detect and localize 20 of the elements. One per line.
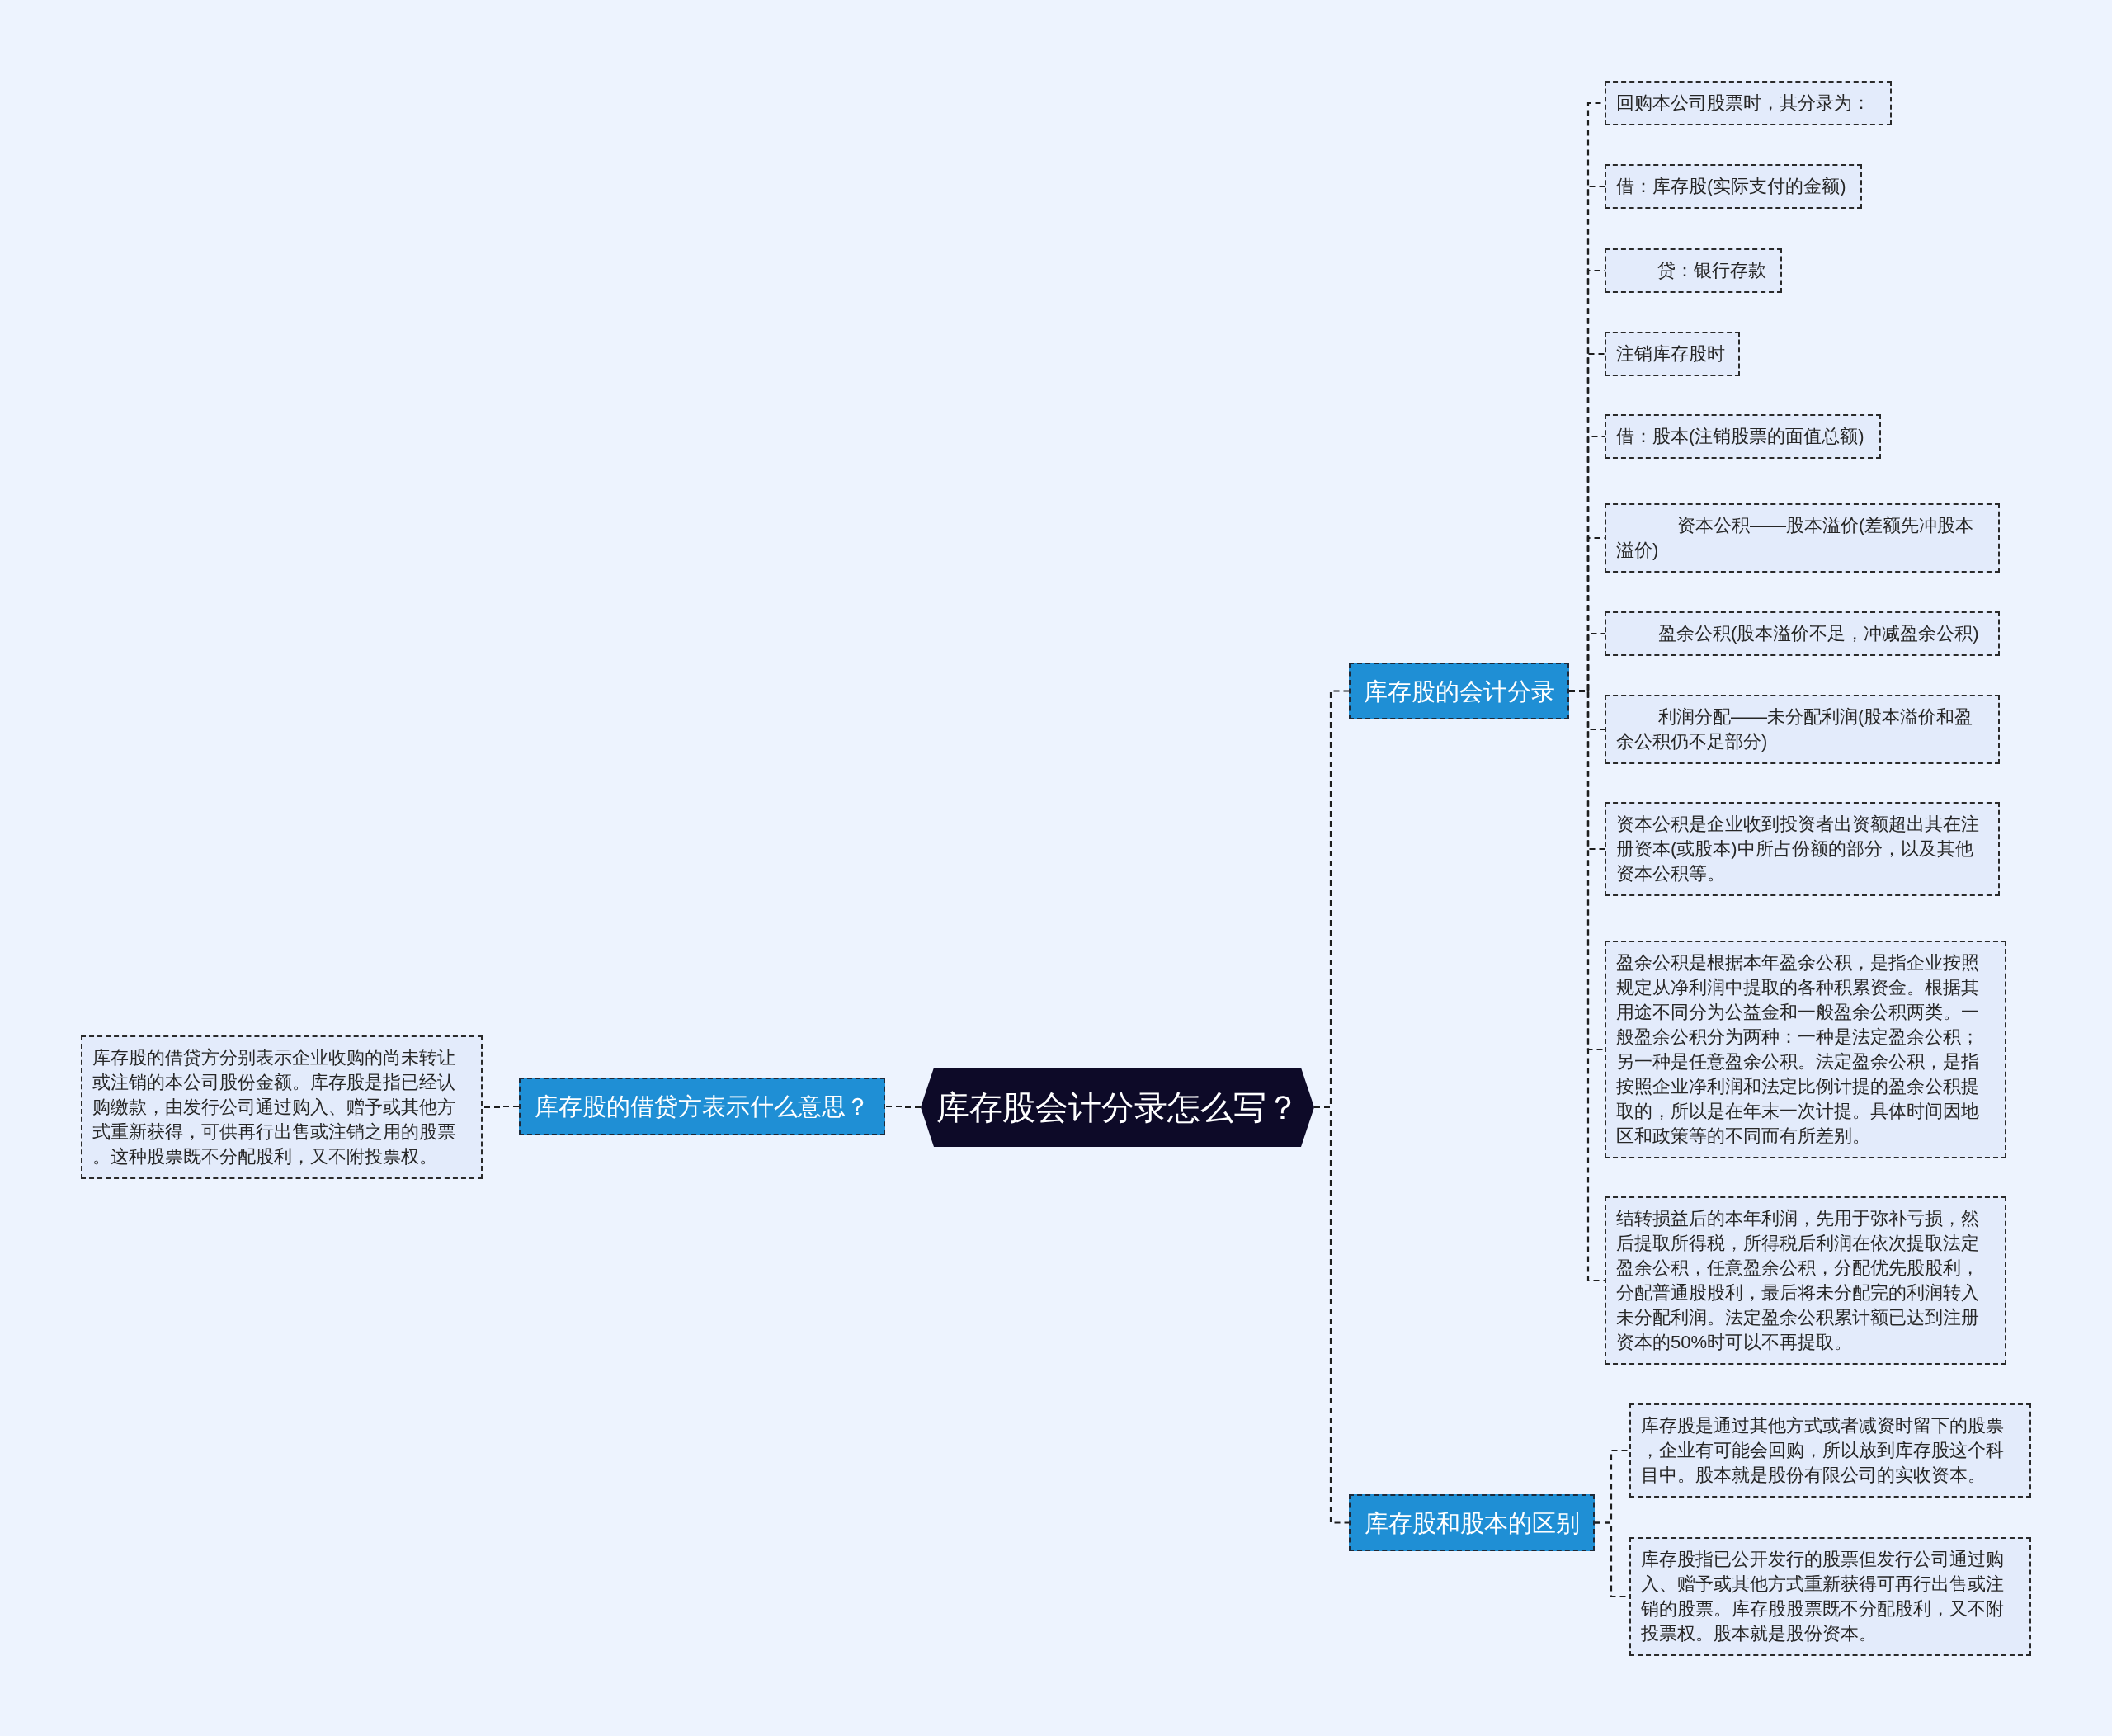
topic-box: 库存股的借贷方表示什么意思？ <box>519 1078 885 1135</box>
note-box: 库存股是通过其他方式或者减资时留下的股票，企业有可能会回购，所以放到库存股这个科目中。股本就是股份有限公司的实收资本。 <box>1629 1403 2031 1498</box>
connector-line <box>885 1105 921 1109</box>
note-box: 盈余公积(股本溢价不足，冲减盈余公积) <box>1605 611 2000 656</box>
connector-line <box>483 1105 519 1109</box>
note-box: 盈余公积是根据本年盈余公积，是指企业按照规定从净利润中提取的各种积累资金。根据其用途不同分为公益金和一般盈余公积两类。一般盈余公积分为两种：一种是法定盈余公积；另一种是任意盈余公积。法定盈余公积，是指按照企业净利润和法定比例计提的盈余公积提取的，所以是在年末一次计提。具体时间因地区和政策等的不同而有所差别。 <box>1605 941 2006 1158</box>
topic-box: 库存股和股本的区别 <box>1349 1494 1595 1551</box>
note-box: 借：库存股(实际支付的金额) <box>1605 164 1862 209</box>
note-box: 回购本公司股票时，其分录为： <box>1605 81 1892 125</box>
note-box: 注销库存股时 <box>1605 332 1740 376</box>
note-box: 库存股指已公开发行的股票但发行公司通过购入、赠予或其他方式重新获得可再行出售或注销的股票。库存股股票既不分配股利，又不附投票权。股本就是股份资本。 <box>1629 1537 2031 1656</box>
central-topic: 库存股会计分录怎么写？ <box>921 1068 1314 1147</box>
note-box: 借：股本(注销股票的面值总额) <box>1605 414 1881 459</box>
note-box: 库存股的借贷方分别表示企业收购的尚未转让或注销的本公司股份金额。库存股是指已经认购缴款，由发行公司通过购入、赠予或其他方式重新获得，可供再行出售或注销之用的股票。这种股票既不分配股利，又不附投票权。 <box>81 1035 483 1179</box>
topic-box: 库存股的会计分录 <box>1349 663 1569 719</box>
note-box: 资本公积是企业收到投资者出资额超出其在注册资本(或股本)中所占份额的部分，以及其他资本公积等。 <box>1605 802 2000 896</box>
note-box: 资本公积——股本溢价(差额先冲股本溢价) <box>1605 503 2000 573</box>
note-box: 利润分配——未分配利润(股本溢价和盈余公积仍不足部分) <box>1605 695 2000 764</box>
note-box: 结转损益后的本年利润，先用于弥补亏损，然后提取所得税，所得税后利润在依次提取法定盈余公积，任意盈余公积，分配优先股股利，分配普通股股利，最后将未分配完的利润转入未分配利润。法定盈余公积累计额已达到注册资本的50%时可以不再提取。 <box>1605 1196 2006 1365</box>
note-box: 贷：银行存款 <box>1605 248 1782 293</box>
